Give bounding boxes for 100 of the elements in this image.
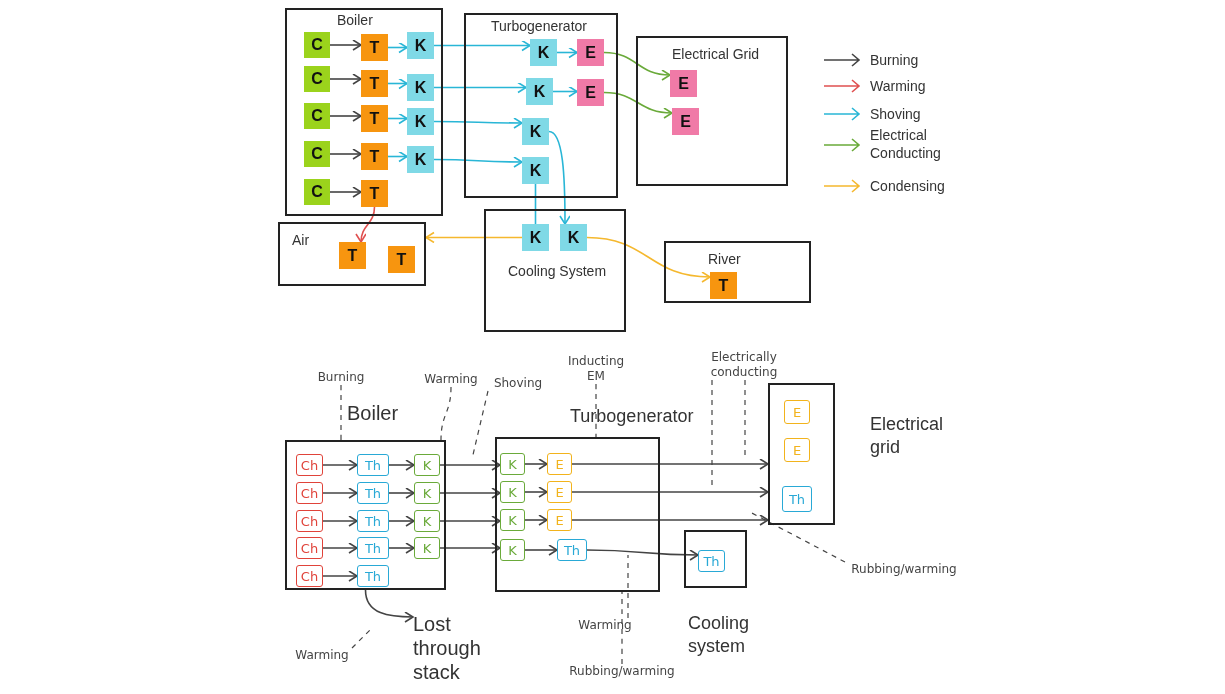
letter-tile: C — [304, 141, 330, 167]
letter-tile: K — [522, 118, 549, 145]
container-title: Boiler — [347, 402, 399, 425]
arrow — [586, 549, 699, 561]
letter-tile: E — [670, 70, 697, 97]
container-title: River — [708, 251, 741, 267]
arrow — [586, 236, 711, 283]
letter-box: Ch — [296, 537, 323, 559]
arrow — [433, 117, 523, 129]
arrow — [571, 514, 769, 526]
leader-line — [711, 379, 713, 488]
letter-tile: K — [530, 39, 557, 66]
leader-line — [621, 591, 623, 665]
letter-tile: K — [560, 224, 587, 251]
arrow — [524, 514, 548, 526]
arrow — [329, 186, 362, 198]
container-title: Boiler — [337, 12, 373, 28]
letter-tile: K — [407, 108, 434, 135]
arrow — [524, 458, 548, 470]
arrow — [571, 486, 769, 498]
annotation-text: Warming — [418, 372, 484, 387]
container-box — [636, 36, 788, 186]
arrow — [433, 156, 523, 168]
letter-box: Th — [357, 482, 389, 504]
arrow — [387, 77, 408, 90]
arrow — [433, 39, 531, 52]
annotation-text: Rubbing/warming — [562, 664, 682, 679]
letter-tile: K — [407, 146, 434, 173]
letter-tile: K — [522, 157, 549, 184]
arrow — [439, 515, 501, 527]
arrow — [388, 459, 415, 471]
container-title: Turbogenerator — [491, 18, 587, 34]
letter-box: K — [414, 482, 440, 504]
letter-box: Th — [357, 537, 389, 559]
arrow — [552, 85, 578, 98]
letter-tile: T — [361, 105, 388, 132]
letter-box: K — [414, 454, 440, 476]
connector-line — [534, 183, 537, 225]
letter-box: K — [414, 537, 440, 559]
letter-tile: C — [304, 103, 330, 129]
leader-line — [440, 386, 452, 441]
letter-box: Ch — [296, 565, 323, 587]
arrow — [556, 46, 578, 59]
letter-box: Ch — [296, 482, 323, 504]
leader-line — [351, 627, 373, 649]
legend-text: Burning — [870, 52, 919, 68]
letter-tile: T — [361, 143, 388, 170]
letter-box: Th — [357, 565, 389, 587]
letter-tile: C — [304, 179, 330, 205]
letter-box: Th — [357, 510, 389, 532]
arrow — [322, 487, 358, 499]
letter-tile: T — [361, 34, 388, 61]
letter-tile: K — [407, 74, 434, 101]
legend-text: Warming — [870, 78, 926, 94]
letter-tile: E — [577, 79, 604, 106]
letter-box: E — [784, 438, 810, 462]
container-box — [285, 8, 443, 216]
container-title: Turbogenerator — [570, 406, 694, 427]
annotation-text: Warming — [292, 648, 352, 663]
arrow — [439, 542, 501, 554]
letter-box: Th — [782, 486, 812, 512]
letter-box: K — [500, 453, 525, 475]
arrow — [329, 39, 362, 51]
arrow — [439, 487, 501, 499]
arrow — [524, 486, 548, 498]
annotation-text: Inducting EM — [560, 354, 632, 384]
letter-tile: T — [388, 246, 415, 273]
letter-tile: E — [672, 108, 699, 135]
annotation-text: Warming — [575, 618, 635, 633]
arrow — [603, 91, 673, 119]
arrow — [329, 110, 362, 122]
arrow — [387, 112, 408, 125]
letter-tile: T — [710, 272, 737, 299]
letter-box: E — [784, 400, 810, 424]
letter-tile: K — [526, 78, 553, 105]
arrow — [571, 458, 769, 470]
leader-line — [340, 384, 342, 441]
container-box — [664, 241, 811, 303]
arrow — [329, 73, 362, 85]
letter-tile: K — [407, 32, 434, 59]
letter-box: K — [500, 539, 525, 561]
container-box — [464, 13, 618, 198]
letter-box: E — [547, 453, 572, 475]
arrow — [433, 81, 527, 94]
container-box — [278, 222, 426, 286]
letter-box: K — [500, 509, 525, 531]
arrow — [322, 570, 358, 582]
letter-box: E — [547, 481, 572, 503]
arrow — [322, 459, 358, 471]
arrow — [364, 589, 414, 623]
letter-box: Th — [557, 539, 587, 561]
annotation-text: Burning — [310, 370, 372, 385]
legend-text: Condensing — [870, 178, 945, 194]
annotation-text: Shoving — [488, 376, 548, 391]
arrow — [387, 150, 408, 163]
arrow — [387, 41, 408, 54]
letter-tile: K — [522, 224, 549, 251]
letter-tile: T — [361, 70, 388, 97]
letter-tile: C — [304, 66, 330, 92]
letter-box: Th — [698, 550, 725, 572]
